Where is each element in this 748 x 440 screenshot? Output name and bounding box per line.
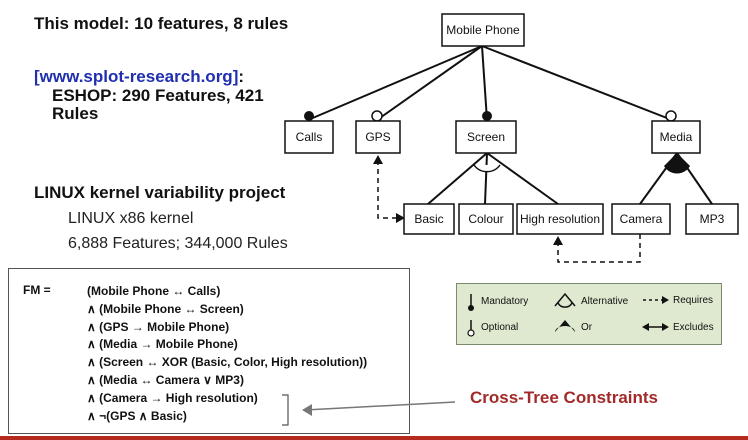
- node-basic[interactable]: [403, 203, 455, 235]
- node-label-colour: Colour: [468, 212, 503, 226]
- legend-optional: Optional: [481, 322, 519, 333]
- optional-legend-icon: [467, 329, 475, 337]
- node-mobile-phone[interactable]: [441, 13, 525, 47]
- splot-colon: :: [238, 67, 245, 86]
- node-label-gps: GPS: [365, 130, 390, 144]
- node-screen[interactable]: [455, 120, 517, 154]
- node-camera[interactable]: [611, 203, 671, 235]
- mandatory-marker-screen: [482, 111, 492, 121]
- linux-kernel-label: LINUX x86 kernel: [68, 210, 194, 227]
- formula-line: (Mobile Phone ↔ Calls): [87, 284, 221, 298]
- cross-tree-label: Cross-Tree Constraints: [470, 388, 658, 407]
- edge-screen-colour: [484, 152, 488, 205]
- constraint-camera-highres: [557, 234, 641, 263]
- or-legend-icon: [555, 320, 575, 332]
- pointer-arrowhead: [302, 404, 312, 416]
- node-media[interactable]: [651, 120, 701, 154]
- node-mp3[interactable]: [685, 203, 739, 235]
- node-colour[interactable]: [458, 203, 514, 235]
- or-arc: [664, 153, 690, 174]
- node-label-calls: Calls: [296, 130, 323, 144]
- formula-label: FM =: [23, 283, 51, 297]
- constraint-gps-arrowhead: [373, 155, 383, 164]
- splot-link[interactable]: [www.splot-research.org]: [34, 67, 239, 86]
- mandatory-marker-calls: [304, 111, 314, 121]
- edge-screen-highres: [486, 152, 559, 205]
- constraint-gps-basic: [377, 160, 398, 219]
- edge-root-media: [481, 45, 673, 121]
- edge-screen-basic: [427, 152, 488, 205]
- alternative-arc: [473, 164, 501, 173]
- constraint-bracket: [282, 394, 289, 426]
- node-label-camera: Camera: [620, 212, 663, 226]
- node-label-high-resolution: High resolution: [520, 212, 600, 226]
- formula-line: ∧ (GPS → Mobile Phone): [87, 319, 230, 334]
- legend-excludes: Excludes: [673, 322, 714, 333]
- legend-requires: Requires: [673, 295, 714, 306]
- constraint-basic-arrowhead: [396, 213, 405, 223]
- node-label-screen: Screen: [467, 130, 505, 144]
- legend-alternative: Alternative: [581, 296, 629, 307]
- formula-box: FM = (Mobile Phone ↔ Calls) ∧ (Mobile Ph…: [8, 268, 410, 434]
- node-label-mobile-phone: Mobile Phone: [446, 23, 520, 37]
- linux-heading: LINUX kernel variability project: [34, 183, 286, 202]
- legend-box: Mandatory Optional Alternative Or Requir…: [456, 283, 722, 345]
- legend-mandatory: Mandatory: [481, 296, 529, 307]
- splot-reference: [www.splot-research.org]:: [34, 67, 244, 87]
- node-calls[interactable]: [284, 120, 334, 154]
- formula-line: ∧ (Mobile Phone ↔ Screen): [87, 301, 244, 316]
- alternative-legend-icon: [554, 292, 576, 308]
- requires-legend-icon: [662, 296, 669, 304]
- node-label-basic: Basic: [414, 212, 443, 226]
- node-label-mp3: MP3: [700, 212, 725, 226]
- mandatory-legend-icon: [468, 305, 474, 311]
- linux-counts: 6,888 Features; 344,000 Rules: [68, 235, 288, 252]
- edge-root-gps: [376, 45, 483, 121]
- eshop-line-2: Rules: [52, 104, 99, 123]
- legend-or: Or: [581, 322, 593, 333]
- formula-line: ∧ (Camera → High resolution): [87, 390, 258, 405]
- edge-root-calls: [307, 45, 483, 121]
- node-label-media: Media: [660, 130, 693, 144]
- eshop-line-1: ESHOP: 290 Features, 421: [52, 86, 264, 105]
- pointer-arrow-line: [304, 401, 456, 411]
- edge-root-screen: [481, 45, 488, 121]
- model-size-heading: This model: 10 features, 8 rules: [34, 14, 289, 33]
- formula-line: ∧ (Screen ↔ XOR (Basic, Color, High reso…: [87, 355, 368, 370]
- formula-line: ∧ (Media → Mobile Phone): [87, 337, 238, 352]
- excludes-legend-icon-right: [662, 323, 669, 331]
- node-gps[interactable]: [355, 120, 401, 154]
- formula-lines: (Mobile Phone ↔ Calls) ∧ (Mobile Phone ↔…: [87, 283, 367, 425]
- slide-footer-bar: [0, 436, 748, 440]
- node-high-resolution[interactable]: [516, 203, 604, 235]
- excludes-legend-icon-left: [642, 323, 649, 331]
- formula-line: ∧ (Media ↔ Camera ∨ MP3): [87, 372, 244, 387]
- formula-line: ∧ ¬(GPS ∧ Basic): [87, 408, 187, 423]
- constraint-highres-arrowhead: [553, 236, 563, 245]
